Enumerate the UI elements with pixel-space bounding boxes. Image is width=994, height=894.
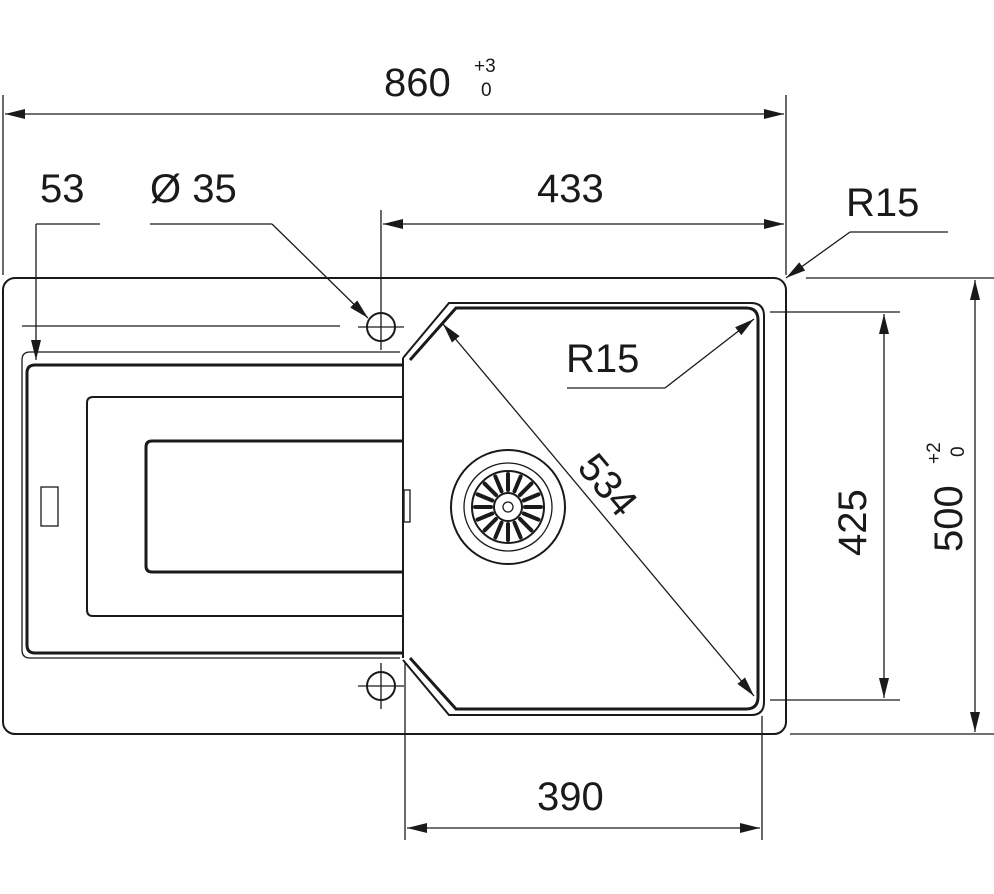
dimension-value: 534 bbox=[569, 446, 646, 525]
strainer-slot bbox=[482, 517, 498, 533]
strainer-slot bbox=[512, 520, 523, 540]
strainer-outer-ring bbox=[450, 449, 566, 565]
dimension-overall-depth: 500 +2 0 bbox=[790, 277, 994, 735]
leader-line bbox=[271, 223, 369, 319]
dimension-value: Ø 35 bbox=[150, 167, 237, 211]
strainer-hub bbox=[493, 492, 523, 522]
dimension-bowl-bottom-width: 390 bbox=[404, 662, 763, 840]
dimension-bowl-top-width: 433 bbox=[383, 167, 784, 229]
leader-line bbox=[664, 318, 755, 389]
strainer-slot bbox=[512, 474, 523, 494]
tolerance-lower: 0 bbox=[948, 446, 969, 457]
drainboard bbox=[25, 358, 411, 658]
dimension-bowl-depth: 425 bbox=[770, 311, 900, 701]
dimension-value: R15 bbox=[846, 181, 919, 225]
drain-strainer bbox=[450, 449, 566, 565]
strainer-slot bbox=[475, 492, 495, 503]
strainer-center bbox=[502, 501, 514, 513]
tolerance-upper: +3 bbox=[474, 56, 496, 77]
sink-body bbox=[2, 277, 787, 735]
dimension-line bbox=[442, 323, 755, 697]
drainboard-outline bbox=[25, 363, 403, 655]
dimension-value: 433 bbox=[537, 167, 604, 211]
dimension-bowl-radius: R15 bbox=[566, 318, 755, 389]
dimension-drain-offset: 53 bbox=[22, 167, 340, 360]
bowl-inner-outline bbox=[408, 306, 760, 711]
bowl-outer-outline bbox=[402, 302, 765, 716]
dimension-overall-width: 860 +3 0 bbox=[2, 56, 787, 275]
strainer-slot bbox=[518, 481, 534, 497]
dimension-value: R15 bbox=[566, 337, 639, 381]
strainer-slots bbox=[473, 472, 543, 542]
strainer-slot bbox=[475, 511, 495, 522]
dimension-outer-radius: R15 bbox=[785, 181, 948, 279]
overflow-slot bbox=[40, 486, 59, 527]
tap-hole-bottom bbox=[358, 663, 404, 709]
leader-line bbox=[785, 231, 851, 279]
drainboard-step-inner bbox=[144, 439, 403, 574]
sink-outer-outline bbox=[2, 277, 787, 735]
strainer-slot bbox=[493, 520, 504, 540]
divider-notch bbox=[403, 489, 411, 523]
strainer-slot bbox=[493, 474, 504, 494]
strainer-slot bbox=[518, 517, 534, 533]
dimension-value: 425 bbox=[831, 489, 875, 556]
sink-inner-deck-outline bbox=[21, 351, 400, 659]
dimension-value: 390 bbox=[537, 775, 604, 819]
dimension-value: 500 bbox=[927, 485, 971, 552]
drainboard-step-outer bbox=[86, 396, 403, 617]
tap-hole-top bbox=[358, 210, 404, 350]
strainer-slot bbox=[521, 492, 541, 503]
dimension-tap-hole: Ø 35 bbox=[150, 167, 369, 319]
tolerance-upper: +2 bbox=[924, 442, 945, 464]
strainer-slot bbox=[482, 481, 498, 497]
tolerance-lower: 0 bbox=[481, 80, 492, 101]
dimension-value: 53 bbox=[40, 167, 85, 211]
strainer-slot bbox=[521, 511, 541, 522]
dimension-value: 860 bbox=[384, 61, 451, 105]
bowl bbox=[402, 302, 765, 716]
